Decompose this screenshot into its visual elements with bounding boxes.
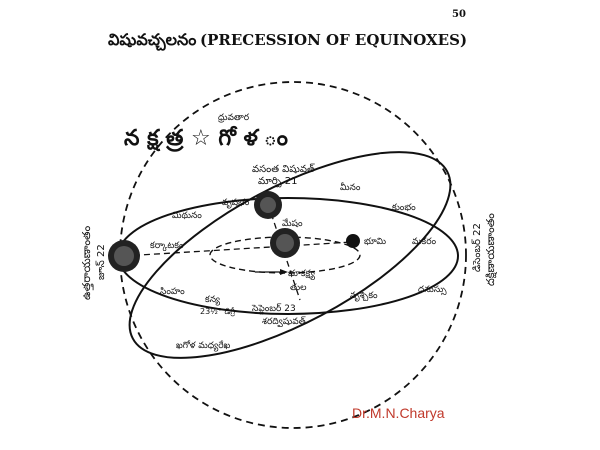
vernal-equinox-label: వసంత విషువత్ bbox=[252, 163, 315, 175]
sphere-label: న క్ష త్ర ☆ గో ళ ం bbox=[124, 125, 288, 152]
sun-inner-label: మేషం bbox=[282, 218, 303, 229]
earth-dot bbox=[346, 234, 360, 248]
zodiac-kumbham: కుంభం bbox=[392, 203, 416, 213]
page-number: 50 bbox=[452, 9, 466, 20]
orbit-arrowhead bbox=[280, 269, 288, 275]
celestial-equator-label: ఖగోళ మధ్యరేఖ bbox=[176, 340, 231, 352]
sun-vernal bbox=[254, 191, 282, 219]
vernal-date-label: మార్చి 21 bbox=[258, 176, 297, 188]
sun-summer bbox=[108, 240, 140, 272]
tilt-label: 23½° డిగ్రీ bbox=[200, 307, 235, 317]
zodiac-kanya: కన్య bbox=[205, 295, 221, 306]
zodiac-mithunam: మిథునం bbox=[172, 211, 202, 221]
autumn-date-label: సెప్టెంబర్ 23 bbox=[251, 303, 296, 315]
zodiac-tula: తుల bbox=[290, 283, 307, 293]
earth-axis-label: భూకక్ష్య bbox=[288, 269, 315, 281]
summer-solstice-label: ఉత్తరాయణాంతం bbox=[80, 225, 94, 300]
autumn-equinox-label: శరద్విషువత్ bbox=[262, 316, 306, 328]
solstice-line bbox=[123, 241, 353, 257]
zodiac-simham: సింహం bbox=[160, 287, 185, 297]
winter-solstice-label: దక్షిణాయణాంతం bbox=[484, 213, 497, 286]
title-english: (PRECESSION OF EQUINOXES) bbox=[200, 31, 467, 49]
zodiac-makaram: మకరం bbox=[412, 237, 437, 247]
zodiac-vrushchikam: వృశ్చికం bbox=[350, 291, 378, 302]
sun-center bbox=[270, 228, 300, 258]
zodiac-dhanussu: ధనుస్సు bbox=[418, 285, 447, 296]
winter-date-label: డిసెంబర్ 22 bbox=[471, 223, 483, 272]
title-telugu: విషువచ్చలనం bbox=[108, 30, 196, 51]
ecliptic-ellipse bbox=[128, 151, 452, 359]
pole-star-label: ధ్రువతార bbox=[217, 113, 249, 123]
summer-date-label: జూన్ 22 bbox=[95, 244, 107, 280]
earth-orbit bbox=[209, 236, 361, 274]
zodiac-vrushabham: వృషభం bbox=[222, 198, 250, 209]
earth-label: భూమి bbox=[364, 237, 386, 247]
zodiac-meenam: మీనం bbox=[340, 181, 361, 193]
zodiac-karkatakam: కర్కాటకం bbox=[150, 241, 184, 252]
credit-text: Dr.M.N.Charya bbox=[352, 405, 445, 421]
